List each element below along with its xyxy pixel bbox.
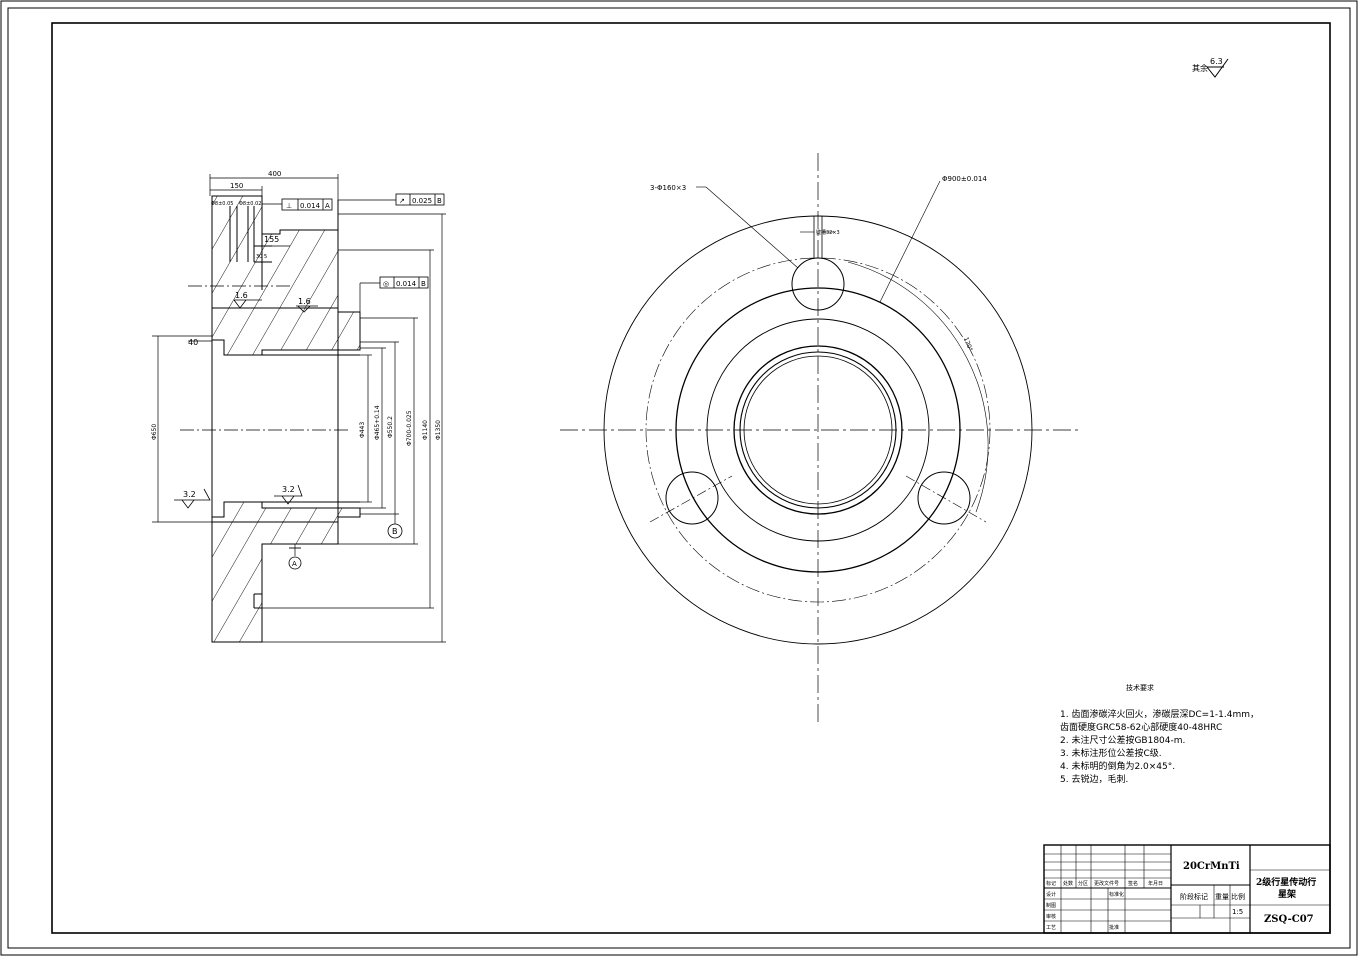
- roughness-1-icon: [233, 299, 262, 309]
- drawing-frame: [51, 22, 1331, 934]
- tb-drawing-no: ZSQ-C07: [1264, 914, 1314, 925]
- datum-a-label: A: [292, 560, 297, 568]
- tolerance-value-2: 0.025: [412, 197, 432, 205]
- roughness-value-3: 3.2: [183, 490, 196, 499]
- dim-465: Φ465+0.14: [374, 405, 381, 440]
- surface-finish-value: 6.3: [1210, 57, 1223, 66]
- tech-item-3: 3. 未标注形位公差按C级.: [1060, 747, 1162, 759]
- dim-1350: Φ1350: [435, 420, 442, 440]
- tb-row-check: 审核: [1046, 913, 1056, 920]
- tb-header-sign: 签名: [1128, 880, 1138, 887]
- dim-443: Φ443: [359, 422, 366, 438]
- dim-small-d: 5: [264, 254, 267, 260]
- tb-header-date: 年月日: [1148, 880, 1163, 887]
- key-label: 键槽32×3: [816, 229, 840, 236]
- tolerance-value-1: 0.014: [300, 202, 321, 210]
- tech-title: 技术要求: [1126, 683, 1154, 692]
- holes-label: 3-Φ160×3: [650, 184, 686, 192]
- tb-approve: 批准: [1109, 924, 1119, 931]
- planet-hole-right: [917, 471, 971, 525]
- section-view: [152, 174, 446, 643]
- datum-b-circle: [387, 523, 403, 539]
- dim-700: Φ700-0.025: [406, 410, 413, 446]
- tolerance-datum-3: B: [421, 280, 426, 288]
- dim-1140: Φ1140: [422, 420, 429, 440]
- front-view: [560, 153, 1080, 725]
- dim-flange-length: 150: [230, 182, 243, 190]
- datum-a-circle: [288, 556, 302, 570]
- tb-part-name-2: 星架: [1278, 888, 1296, 900]
- roughness-value-1: 1.6: [235, 291, 248, 300]
- surface-finish-label: 其余: [1192, 63, 1208, 73]
- tb-standard: 标准化: [1109, 891, 1124, 898]
- tolerance-frame-3: [379, 276, 429, 289]
- section-dimension-texts: 400 150 155 Φ8±0.05 Φ8±0.02 30 5 40 Φ650…: [151, 170, 442, 568]
- tb-stage: 阶段标记: [1180, 892, 1208, 901]
- tolerance-frame-1: [281, 198, 333, 211]
- tech-item-4: 4. 未标明的倒角为2.0×45°.: [1060, 760, 1175, 772]
- tolerance-value-3: 0.014: [396, 280, 417, 288]
- front-view-texts: 3-Φ160×3 Φ900±0.014 键槽32×3 120°: [650, 175, 987, 352]
- tb-header-count: 处数: [1063, 880, 1073, 887]
- tech-item-1: 1. 齿面渗碳淬火回火，渗碳层深DC=1-1.4mm，: [1060, 708, 1259, 720]
- dim-bore: Φ650: [151, 424, 158, 440]
- planet-hole-left: [665, 471, 719, 525]
- tb-ratio: 比例: [1231, 892, 1245, 901]
- tb-scale: 1:5: [1232, 908, 1243, 916]
- tech-item-1b: 齿面硬度GRC58-62心部硬度40-48HRC: [1060, 721, 1222, 733]
- dim-550: Φ550.2: [387, 416, 394, 438]
- tolerance-frame-2: [395, 193, 445, 206]
- tb-header-zone: 分区: [1078, 880, 1088, 887]
- tb-header-change: 更改文件号: [1094, 880, 1119, 887]
- roughness-value-2: 1.6: [298, 297, 311, 306]
- pcd-label: Φ900±0.014: [942, 175, 987, 183]
- dim-small-c: 30: [256, 254, 262, 260]
- perpendicularity-icon: ⊥: [286, 202, 292, 210]
- title-block-texts: 标记 处数 分区 更改文件号 签名 年月日 设计 制图 审核 工艺 标准化 批准…: [1046, 861, 1316, 931]
- title-block: [1043, 844, 1331, 934]
- tolerance-datum-1: A: [325, 202, 330, 210]
- roughness-2-icon: [296, 305, 318, 313]
- concentricity-icon: ◎: [383, 280, 389, 288]
- dim-overall-length: 400: [268, 170, 281, 178]
- trim-border: [7, 7, 1351, 949]
- roughness-4-icon: [274, 484, 303, 505]
- dim-hole-depth: 155: [264, 235, 279, 244]
- runout-icon: ↗: [399, 197, 405, 205]
- tech-item-2: 2. 未注尺寸公差按GB1804-m.: [1060, 734, 1185, 746]
- tb-weight: 重量: [1215, 893, 1229, 901]
- dim-shoulder: 40: [188, 338, 198, 347]
- tb-row-process: 工艺: [1046, 925, 1056, 931]
- tb-row-design: 设计: [1046, 891, 1056, 898]
- dim-small-a: Φ8±0.05: [211, 201, 233, 207]
- roughness-3-icon: [174, 488, 211, 509]
- tech-requirements: 技术要求 1. 齿面渗碳淬火回火，渗碳层深DC=1-1.4mm， 齿面硬度GRC…: [1060, 683, 1259, 785]
- roughness-value-4: 3.2: [282, 485, 295, 494]
- roughness-symbol-icon: [1206, 58, 1229, 78]
- tb-part-name-1: 2级行星传动行: [1256, 876, 1316, 888]
- datum-b-label: B: [392, 527, 398, 536]
- surface-finish-note: 其余 6.3: [1192, 57, 1229, 78]
- tb-header-mark: 标记: [1046, 880, 1056, 887]
- tb-row-draw: 制图: [1046, 902, 1056, 909]
- tech-item-5: 5. 去锐边，毛刺.: [1060, 773, 1128, 785]
- angle-arc: [847, 261, 989, 513]
- dim-small-b: Φ8±0.02: [239, 201, 261, 207]
- tb-material: 20CrMnTi: [1183, 861, 1240, 872]
- angle-label: 120°: [962, 336, 974, 352]
- tolerance-datum-2: B: [437, 197, 442, 205]
